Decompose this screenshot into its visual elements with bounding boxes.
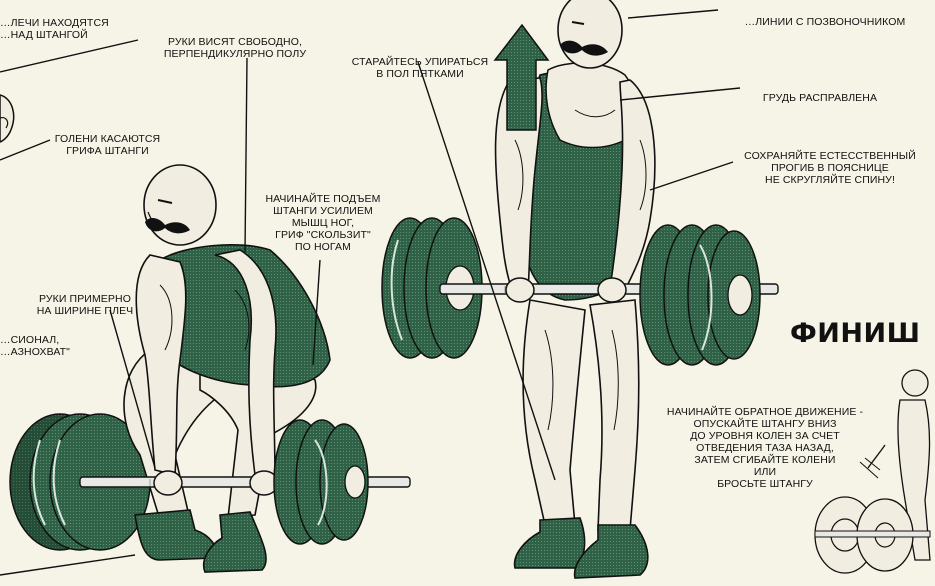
label-shoulders-over-bar: …ЛЕЧИ НАХОДЯТСЯ…НАД ШТАНГОЙ: [0, 5, 115, 53]
finish-title: ФИНИШ: [790, 318, 920, 349]
label-arms-hang: РУКИ ВИСЯТ СВОБОДНО,ПЕРПЕНДИКУЛЯРНО ПОЛУ: [140, 24, 330, 72]
partial-figure-edge: [0, 95, 14, 142]
label-spine-line: …ЛИНИИ С ПОЗВОНОЧНИКОМ: [715, 4, 935, 40]
right-barbell-front-plates: [640, 225, 760, 365]
left-barbell-near-plates: [274, 420, 368, 544]
label-chest: ГРУДЬ РАСПРАВЛЕНА: [745, 80, 895, 116]
label-grip-type: …СИОНАЛ,…АЗНОХВАТ": [0, 322, 80, 370]
label-lowering: НАЧИНАЙТЕ ОБРАТНОЕ ДВИЖЕНИЕ -ОПУСКАЙТЕ Ш…: [655, 394, 875, 502]
